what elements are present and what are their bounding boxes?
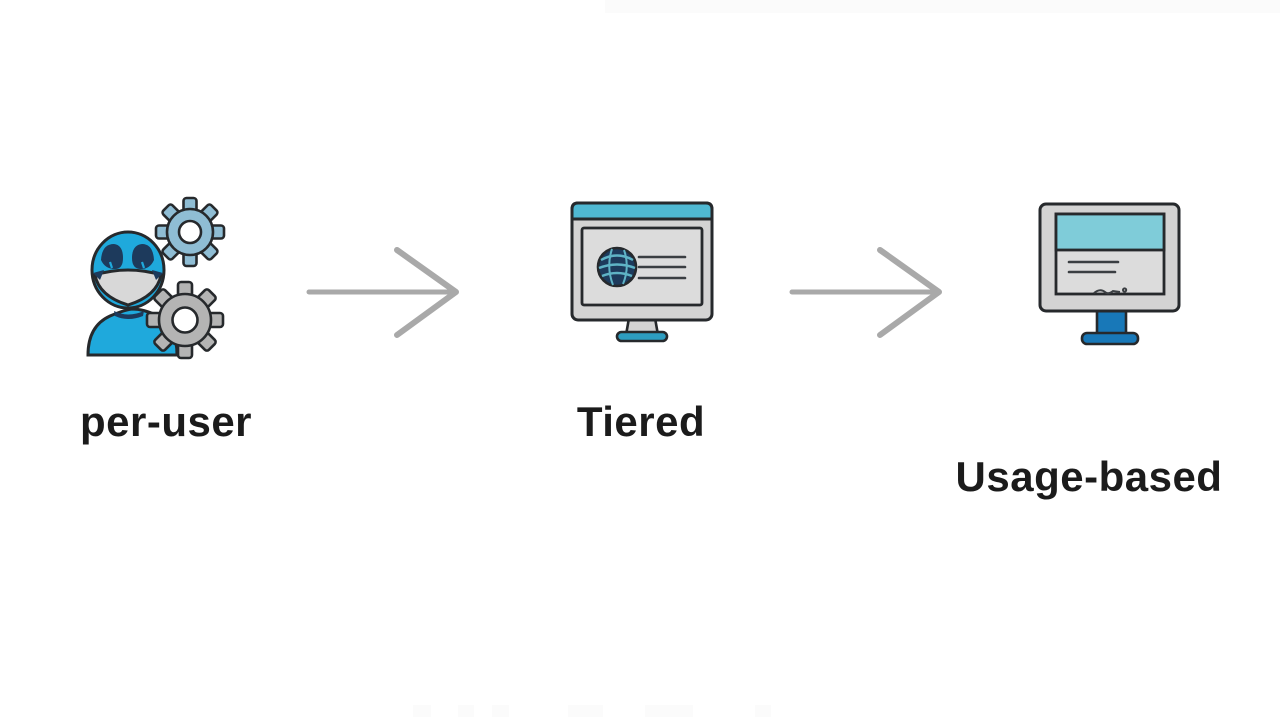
globe-icon xyxy=(596,246,638,288)
step-label-per-user: per-user xyxy=(79,398,253,445)
bottom-edge-artifact xyxy=(458,705,474,717)
user-with-gears-icon xyxy=(86,196,226,360)
gear-icon xyxy=(145,280,225,360)
bottom-edge-artifact xyxy=(645,705,693,717)
step-label-tiered: Tiered xyxy=(576,398,706,445)
text-lines xyxy=(637,255,687,280)
bottom-edge-artifact xyxy=(413,705,431,717)
text-lines xyxy=(1067,260,1120,274)
desktop-browser-globe-icon xyxy=(570,201,714,343)
desktop-split-screen-icon xyxy=(1038,202,1181,346)
bottom-edge-artifact xyxy=(492,705,509,717)
arrow-right-icon xyxy=(789,247,942,338)
gear-icon xyxy=(154,196,226,268)
bottom-edge-artifact xyxy=(755,705,771,717)
squiggle-mark xyxy=(1093,287,1128,295)
step-label-usage-based: Usage-based xyxy=(955,453,1223,500)
top-edge-artifact xyxy=(605,0,1280,13)
bottom-edge-artifact xyxy=(568,705,603,717)
arrow-right-icon xyxy=(306,247,459,338)
